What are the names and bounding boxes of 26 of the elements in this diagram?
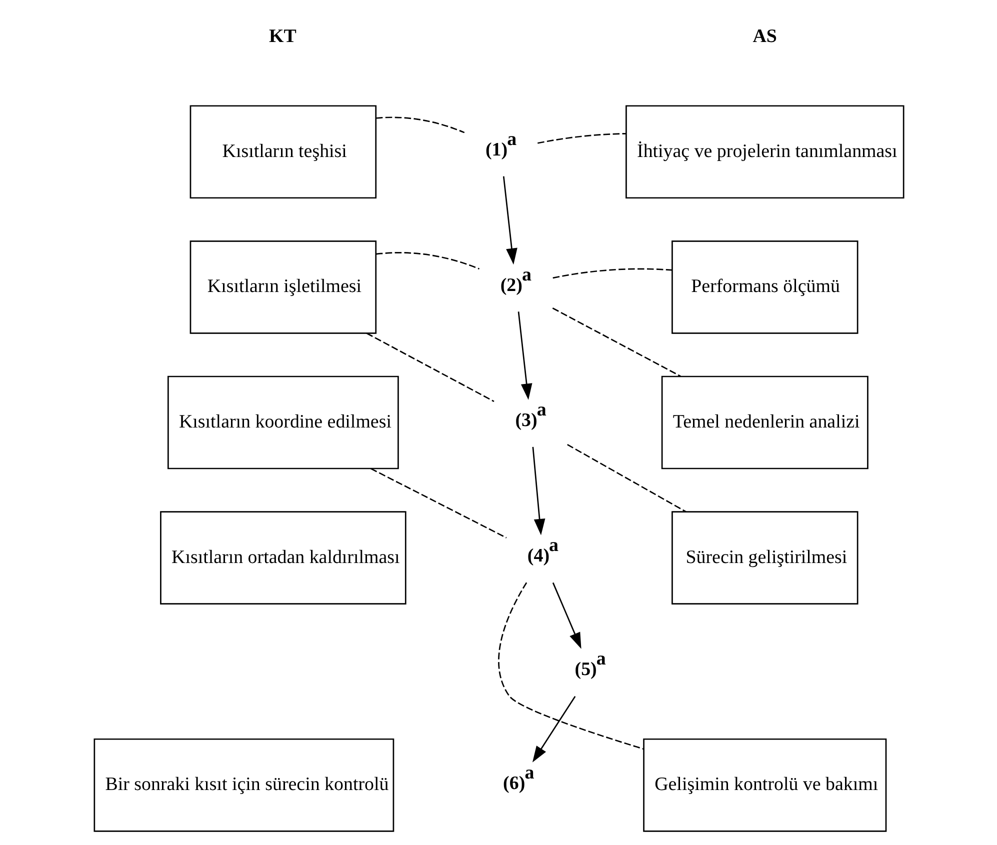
arrow bbox=[552, 582, 581, 649]
arrow bbox=[517, 312, 532, 400]
connector bbox=[498, 582, 644, 750]
node-box: Kısıtların koordine edilmesi bbox=[166, 376, 398, 470]
label: AS bbox=[752, 26, 776, 47]
connector bbox=[566, 444, 686, 512]
connector bbox=[552, 268, 672, 279]
node-box: Kısıtların teşhisi bbox=[189, 105, 376, 199]
node-box: İhtiyaç ve projelerin tanımlanması bbox=[625, 105, 904, 199]
connector bbox=[537, 132, 626, 144]
connector bbox=[375, 116, 464, 134]
arrow bbox=[532, 696, 576, 762]
node-box: Kısıtların işletilmesi bbox=[189, 240, 376, 334]
node-box: Temel nedenlerin analizi bbox=[660, 376, 868, 470]
connector bbox=[375, 252, 480, 270]
node-box: Kısıtların ortadan kaldırılması bbox=[160, 511, 406, 604]
connector bbox=[370, 468, 506, 538]
node-box: Bir sonraki kısıt için sürecin kontrolü bbox=[93, 738, 394, 832]
connector bbox=[366, 332, 494, 402]
node-box: Performans ölçümü bbox=[671, 240, 858, 334]
node-box: Sürecin geliştirilmesi bbox=[671, 511, 858, 604]
label: KT bbox=[268, 26, 296, 47]
arrow bbox=[502, 176, 517, 265]
arrow bbox=[532, 446, 545, 536]
connector bbox=[552, 308, 680, 377]
node-box: Gelişimin kontrolü ve bakımı bbox=[642, 738, 886, 832]
